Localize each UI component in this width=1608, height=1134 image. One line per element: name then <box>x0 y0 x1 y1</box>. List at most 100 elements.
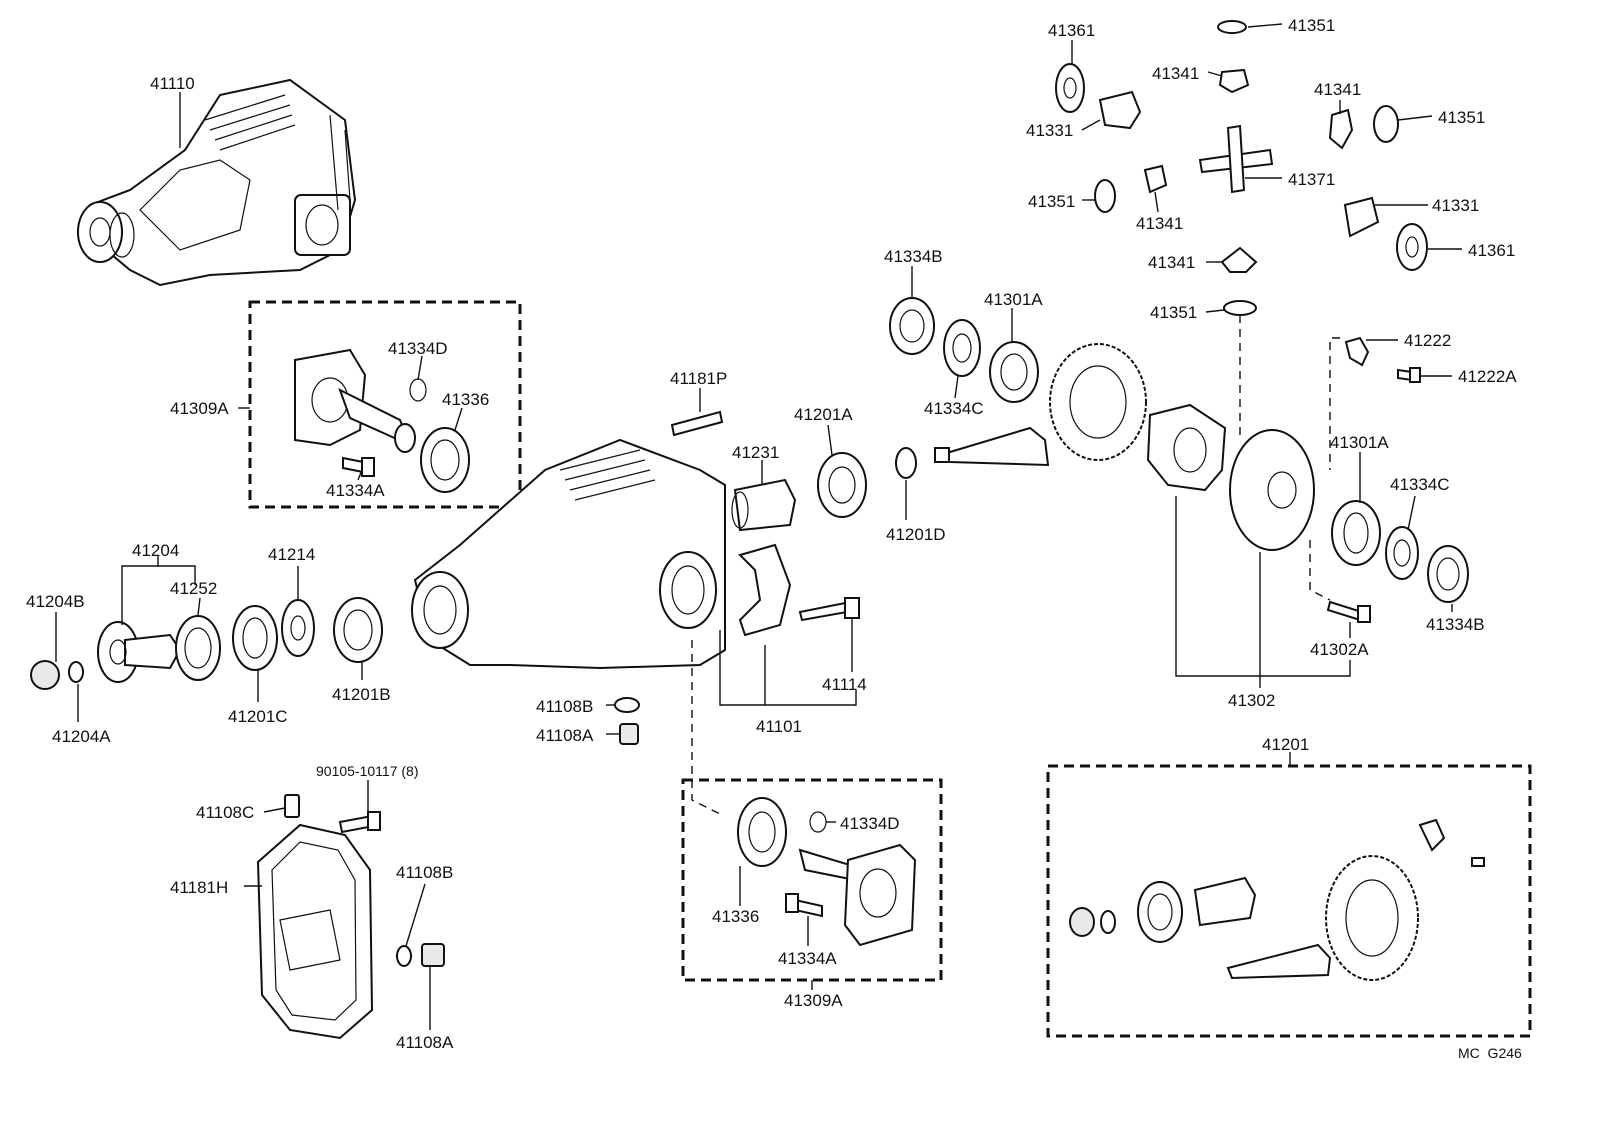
label-41108C: 41108C <box>196 803 254 822</box>
washer-41201D-drawing <box>895 447 917 479</box>
label-41336-low: 41336 <box>712 907 759 926</box>
leader-lines <box>55 23 1462 1030</box>
label-41351-c: 41351 <box>1028 192 1075 211</box>
kit-41201-contents-drawing <box>1069 818 1485 981</box>
group-box-41201 <box>1046 764 1532 1038</box>
differential-assembly-41110-drawing <box>77 78 357 287</box>
label-41351-d: 41351 <box>1150 303 1197 322</box>
label-41336-top: 41336 <box>442 390 489 409</box>
label-41222A: 41222A <box>1458 367 1517 386</box>
spacer-41334C-top-drawing <box>943 319 981 377</box>
bearing-41301A-right-drawing <box>1331 500 1381 566</box>
companion-flange-41204-drawing <box>97 621 182 683</box>
label-41309A-top: 41309A <box>170 399 229 418</box>
label-41108A-mid: 41108A <box>536 726 594 745</box>
bolt-41302A-drawing <box>1326 600 1371 623</box>
label-41334A-top: 41334A <box>326 481 385 500</box>
label-41331-a: 41331 <box>1026 121 1073 140</box>
label-41351-b: 41351 <box>1438 108 1485 127</box>
spacer-41231-drawing <box>731 478 797 532</box>
label-41301A-right: 41301A <box>1330 433 1389 452</box>
ring-gear-and-pinion-drawing <box>934 343 1147 467</box>
label-41331-b: 41331 <box>1432 196 1479 215</box>
spacer-41334C-right-drawing <box>1385 526 1419 580</box>
label-41252: 41252 <box>170 579 217 598</box>
plug-41108A-low-drawing <box>421 943 445 967</box>
label-41181H: 41181H <box>170 878 228 897</box>
spacer-41214-drawing <box>281 599 315 657</box>
nut-41204B-drawing <box>30 660 60 690</box>
label-41101: 41101 <box>756 717 802 736</box>
label-41110: 41110 <box>150 74 195 93</box>
label-41204B: 41204B <box>26 592 85 611</box>
label-41334A-low: 41334A <box>778 949 837 968</box>
label-41204A: 41204A <box>52 727 111 746</box>
label-41371: 41371 <box>1288 170 1335 189</box>
label-41341-d: 41341 <box>1148 253 1195 272</box>
bolt-41222A-drawing <box>1397 367 1421 383</box>
group-box-41309A-low <box>681 778 943 982</box>
bearing-cap-drawing <box>738 543 792 637</box>
bolt-90105-10117-drawing <box>338 811 381 834</box>
label-41302: 41302 <box>1228 691 1275 710</box>
diff-case-cover-41302-drawing <box>1229 429 1315 551</box>
oil-seal-41336-top-drawing <box>420 427 470 493</box>
bearing-41334B-right-drawing <box>1427 545 1469 603</box>
label-41114: 41114 <box>822 675 867 694</box>
label-41108B-mid: 41108B <box>536 697 593 716</box>
side-flange-41309A-top-drawing <box>294 348 416 453</box>
label-41334C-right: 41334C <box>1390 475 1450 494</box>
bearing-41201B-drawing <box>333 597 383 663</box>
washer-41204A-drawing <box>68 661 84 683</box>
diff-case-drawing <box>1146 403 1227 492</box>
snap-ring-41334D-low-drawing <box>809 811 827 833</box>
rear-cover-41181H-drawing <box>256 823 374 1040</box>
bearing-41201C-drawing <box>232 605 278 671</box>
diagram-code: MC G246 <box>1458 1045 1522 1061</box>
side-flange-41309A-low-drawing <box>798 843 917 947</box>
label-41351-a: 41351 <box>1288 16 1335 35</box>
label-41334D-top: 41334D <box>388 339 448 358</box>
label-41334B-right: 41334B <box>1426 615 1485 634</box>
label-41201: 41201 <box>1262 735 1309 754</box>
label-41108A-low: 41108A <box>396 1033 454 1052</box>
label-41181P: 41181P <box>670 369 727 388</box>
washer-41108B-low-drawing <box>396 945 412 967</box>
bearing-41334B-top-drawing <box>889 297 935 355</box>
label-41302A: 41302A <box>1310 640 1369 659</box>
label-41222: 41222 <box>1404 331 1451 350</box>
bolt-41334A-low-drawing <box>785 893 823 918</box>
group-box-41309A-top <box>248 300 522 509</box>
label-41341-c: 41341 <box>1136 214 1183 233</box>
label-41201B: 41201B <box>332 685 391 704</box>
label-41334D-low: 41334D <box>840 814 900 833</box>
label-41334C-top: 41334C <box>924 399 984 418</box>
label-41201A: 41201A <box>794 405 853 424</box>
lock-plate-41222-drawing <box>1344 336 1370 367</box>
label-41309A-low: 41309A <box>784 991 843 1010</box>
oil-seal-41336-low-drawing <box>737 797 787 867</box>
label-90105-10117: 90105-10117 (8) <box>316 763 418 779</box>
label-41361-a: 41361 <box>1048 21 1095 40</box>
label-41201C: 41201C <box>228 707 288 726</box>
label-41301A-top: 41301A <box>984 290 1043 309</box>
label-41334B-top: 41334B <box>884 247 943 266</box>
label-41214: 41214 <box>268 545 315 564</box>
label-41341-a: 41341 <box>1152 64 1199 83</box>
bearing-41201A-drawing <box>817 452 867 518</box>
carrier-41101-drawing <box>411 438 726 670</box>
bolt-41114-drawing <box>798 597 860 622</box>
label-41231: 41231 <box>732 443 779 462</box>
bearing-41301A-top-drawing <box>989 341 1039 403</box>
seal-41252-drawing <box>175 615 221 681</box>
spider-gear-set-drawing <box>1055 20 1428 316</box>
snap-ring-41334D-top-drawing <box>409 378 427 402</box>
label-41204: 41204 <box>132 541 179 560</box>
stud-41181P-drawing <box>670 410 724 437</box>
label-41201D: 41201D <box>886 525 946 544</box>
label-41341-b: 41341 <box>1314 80 1361 99</box>
label-41108B-low: 41108B <box>396 863 453 882</box>
bolt-41334A-top-drawing <box>342 456 375 477</box>
